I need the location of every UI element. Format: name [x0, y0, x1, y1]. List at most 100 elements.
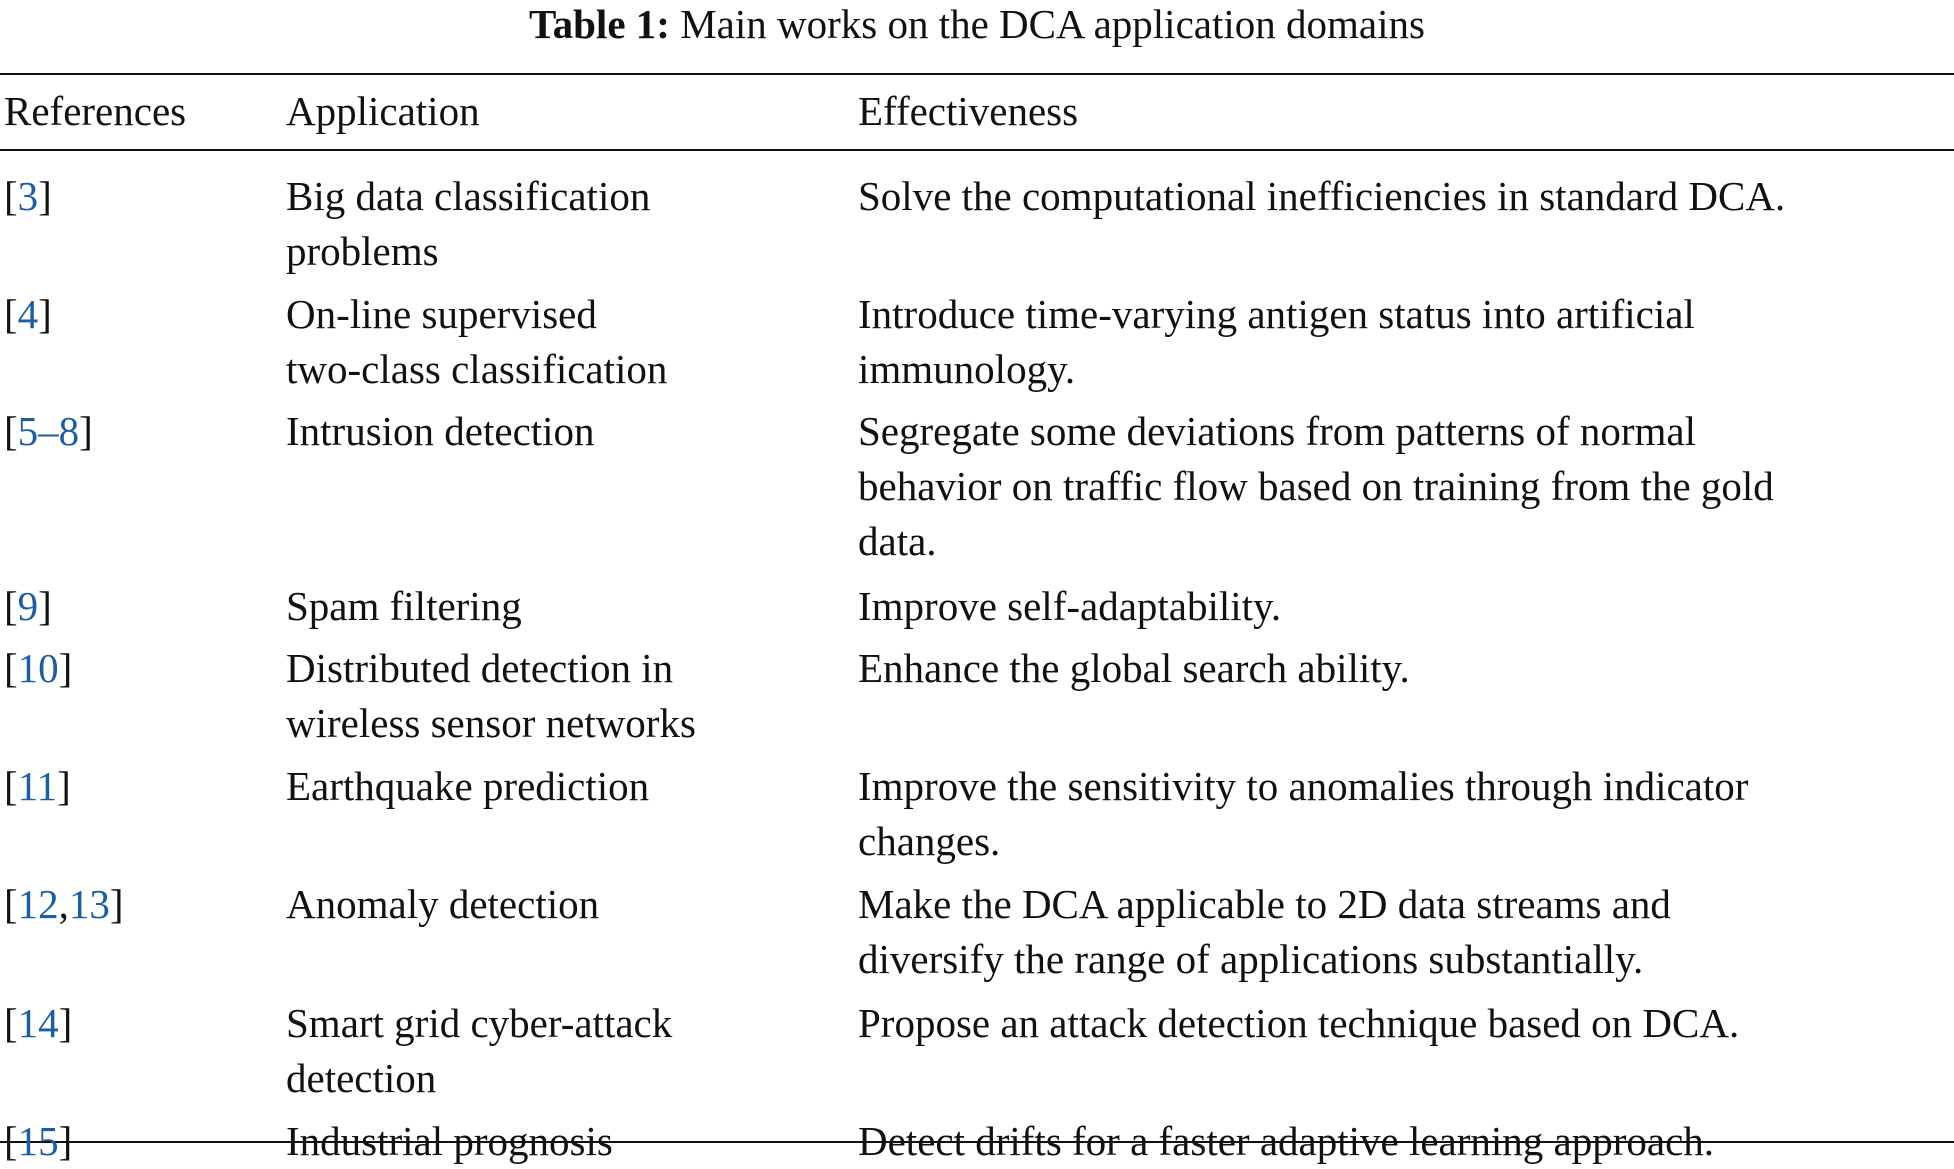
- table-row: [4]On-line supervised two-class classific…: [0, 287, 1948, 404]
- reference-bracket-open: [: [4, 173, 18, 219]
- application-cell: Smart grid cyber-attack detection: [286, 996, 858, 1114]
- reference-separator: ,: [58, 881, 69, 927]
- reference-bracket-open: [: [4, 881, 18, 927]
- application-line: Anomaly detection: [286, 881, 600, 927]
- reference-bracket-close: ]: [58, 1118, 73, 1164]
- effectiveness-line: changes.: [858, 818, 1001, 864]
- effectiveness-cell: Propose an attack detection technique ba…: [858, 996, 1948, 1114]
- application-line: wireless sensor networks: [286, 700, 696, 746]
- reference-link[interactable]: 5–8: [17, 408, 80, 454]
- reference-cell: [14]: [0, 996, 286, 1114]
- application-line: Distributed detection in: [286, 645, 674, 691]
- header-application: Application: [286, 88, 480, 134]
- header-rule: [0, 149, 1954, 151]
- reference-cell: [12,13]: [0, 877, 286, 996]
- reference-cell: [3]: [0, 159, 286, 287]
- application-cell: Intrusion detection: [286, 404, 858, 579]
- reference-link[interactable]: 4: [17, 291, 39, 337]
- reference-bracket-open: [: [4, 1118, 18, 1164]
- application-cell: Anomaly detection: [286, 877, 858, 996]
- reference-link[interactable]: 9: [17, 583, 39, 629]
- effectiveness-line: Detect drifts for a faster adaptive lear…: [858, 1118, 1715, 1164]
- reference-bracket-open: [: [4, 645, 18, 691]
- application-line: Intrusion detection: [286, 408, 595, 454]
- reference-link[interactable]: 12: [17, 881, 59, 927]
- table-caption-text: Main works on the DCA application domain…: [680, 1, 1425, 47]
- effectiveness-line: diversify the range of applications subs…: [858, 936, 1644, 982]
- header-effectiveness: Effectiveness: [858, 88, 1079, 134]
- application-line: Spam filtering: [286, 583, 522, 629]
- effectiveness-line: Make the DCA applicable to 2D data strea…: [858, 881, 1671, 927]
- reference-bracket-open: [: [4, 1000, 18, 1046]
- application-line: On-line supervised: [286, 291, 597, 337]
- effectiveness-line: immunology.: [858, 346, 1076, 392]
- effectiveness-cell: Improve self-adaptability.: [858, 579, 1948, 641]
- reference-bracket-close: ]: [57, 763, 71, 809]
- application-cell: On-line supervised two-class classificati…: [286, 287, 858, 404]
- application-line: Earthquake prediction: [286, 763, 650, 809]
- application-cell: Big data classification problems: [286, 159, 858, 287]
- top-rule: [0, 73, 1954, 75]
- reference-bracket-close: ]: [38, 173, 52, 219]
- effectiveness-cell: Solve the computational inefficiencies i…: [858, 159, 1948, 287]
- reference-link[interactable]: 3: [17, 173, 39, 219]
- reference-link[interactable]: 14: [17, 1000, 59, 1046]
- effectiveness-cell: Improve the sensitivity to anomalies thr…: [858, 759, 1948, 877]
- reference-link[interactable]: 10: [17, 645, 59, 691]
- application-line: problems: [286, 228, 439, 274]
- effectiveness-cell: Make the DCA applicable to 2D data strea…: [858, 877, 1948, 996]
- application-line: Industrial prognosis: [286, 1118, 613, 1164]
- reference-bracket-close: ]: [38, 583, 52, 629]
- table-row: [5–8]Intrusion detection Segregate some d…: [0, 404, 1948, 579]
- reference-link[interactable]: 15: [17, 1118, 59, 1164]
- reference-cell: [10]: [0, 641, 286, 759]
- application-line: detection: [286, 1055, 437, 1101]
- reference-cell: [9]: [0, 579, 286, 641]
- effectiveness-line: Segregate some deviations from patterns …: [858, 408, 1696, 454]
- effectiveness-cell: Introduce time-varying antigen status in…: [858, 287, 1948, 404]
- effectiveness-line: Enhance the global search ability.: [858, 645, 1410, 691]
- reference-cell: [5–8]: [0, 404, 286, 579]
- effectiveness-line: Propose an attack detection technique ba…: [858, 1000, 1740, 1046]
- application-line: Big data classification: [286, 173, 651, 219]
- table-caption: Table 1: Main works on the DCA applicati…: [0, 0, 1954, 48]
- reference-bracket-open: [: [4, 408, 18, 454]
- bottom-rule: [0, 1141, 1954, 1143]
- reference-cell: [15]: [0, 1114, 286, 1169]
- application-cell: Distributed detection in wireless sensor …: [286, 641, 858, 759]
- application-line: Smart grid cyber-attack: [286, 1000, 673, 1046]
- effectiveness-cell: Enhance the global search ability.: [858, 641, 1948, 759]
- effectiveness-line: behavior on traffic flow based on traini…: [858, 463, 1774, 509]
- dca-table: References Application Effectiveness [3]…: [0, 71, 1948, 1169]
- effectiveness-cell: Detect drifts for a faster adaptive lear…: [858, 1114, 1948, 1169]
- effectiveness-line: data.: [858, 518, 937, 564]
- reference-bracket-open: [: [4, 763, 18, 809]
- table-caption-label: Table 1:: [529, 1, 670, 47]
- table-header-row: References Application Effectiveness: [0, 71, 1948, 159]
- effectiveness-line: Improve the sensitivity to anomalies thr…: [858, 763, 1749, 809]
- reference-cell: [4]: [0, 287, 286, 404]
- reference-bracket-close: ]: [38, 291, 52, 337]
- application-cell: Earthquake prediction: [286, 759, 858, 877]
- header-references: References: [4, 88, 187, 134]
- reference-bracket-open: [: [4, 583, 18, 629]
- application-line: two-class classification: [286, 346, 668, 392]
- reference-cell: [11]: [0, 759, 286, 877]
- reference-bracket-close: ]: [58, 1000, 73, 1046]
- effectiveness-line: Improve self-adaptability.: [858, 583, 1282, 629]
- effectiveness-line: Solve the computational inefficiencies i…: [858, 173, 1786, 219]
- reference-bracket-close: ]: [58, 645, 73, 691]
- reference-bracket-close: ]: [109, 881, 124, 927]
- reference-link[interactable]: 13: [68, 881, 110, 927]
- effectiveness-cell: Segregate some deviations from patterns …: [858, 404, 1948, 579]
- reference-link[interactable]: 11: [17, 763, 58, 809]
- application-cell: Industrial prognosis: [286, 1114, 858, 1169]
